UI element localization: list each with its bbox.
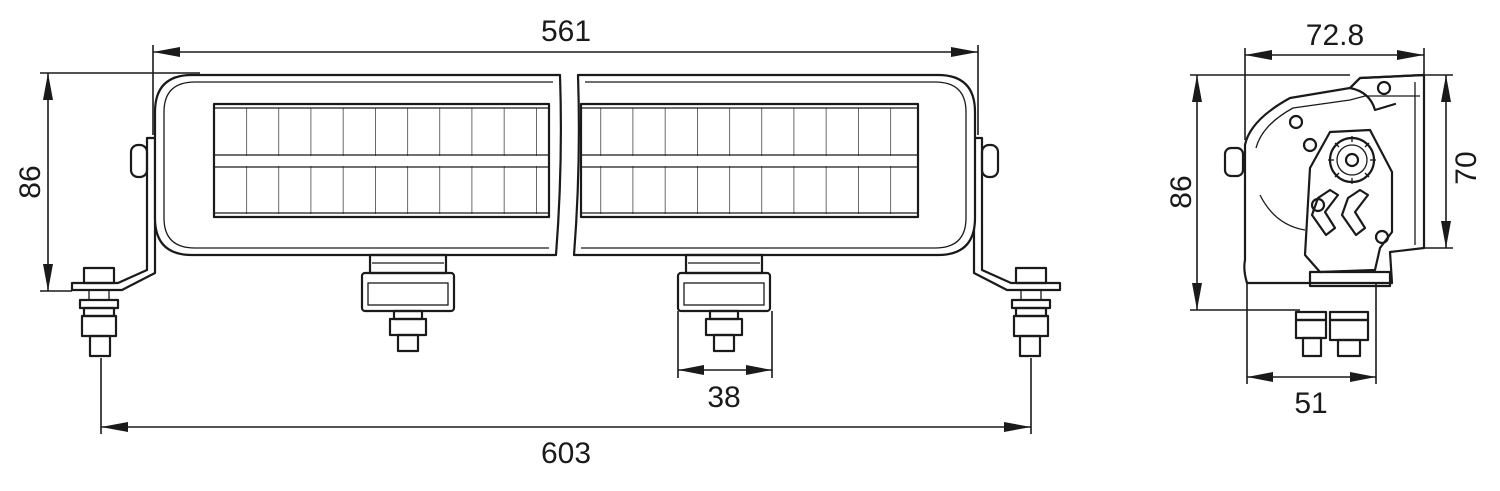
center-mount-right [676, 253, 772, 353]
side-bolt-left [1294, 310, 1328, 358]
dimension-lens-height [1424, 74, 1453, 249]
dimension-label-51: 51 [1294, 387, 1327, 420]
center-mount-left [360, 253, 456, 353]
side-housing-inner [1255, 95, 1420, 149]
dimension-overall-width [100, 358, 1032, 434]
dimension-label-603: 603 [541, 437, 591, 470]
side-hole-middle [1302, 137, 1318, 153]
side-view: 72.8 86 70 51 [1165, 19, 1483, 420]
dimension-label-86-front: 86 [14, 165, 47, 198]
dimension-height-side [1190, 74, 1350, 311]
side-slot-left [1310, 188, 1340, 237]
dimension-label-86-side: 86 [1165, 175, 1198, 208]
side-hole-lower-left [1310, 197, 1326, 213]
dimension-depth-top [1244, 48, 1425, 140]
side-gear-mid [1336, 144, 1368, 176]
right-bracket-knob [980, 143, 1000, 179]
dimension-label-38: 38 [707, 381, 740, 414]
side-top-cap [1348, 73, 1426, 112]
side-housing-curve [1259, 194, 1306, 231]
dimension-mount-spacing [677, 311, 773, 378]
front-view: 561 86 38 603 [14, 15, 1062, 470]
housing-left [153, 73, 562, 257]
led-panel-left [212, 102, 551, 219]
housing-right [572, 73, 977, 257]
side-knob [1223, 146, 1245, 178]
housing-left-inner [163, 81, 553, 249]
side-hole-lower-right [1374, 229, 1390, 245]
dimension-label-70: 70 [1450, 151, 1483, 184]
right-bolt [1010, 266, 1052, 358]
side-gear-hub [1344, 152, 1360, 168]
left-bracket-knob [129, 143, 149, 179]
side-base-block [1308, 270, 1392, 288]
side-hole-upper-left [1288, 114, 1304, 130]
dimension-label-72-8: 72.8 [1306, 19, 1364, 52]
dimension-base-width [1246, 283, 1377, 384]
led-panel-right [579, 102, 920, 219]
side-housing [1243, 73, 1426, 285]
dimension-width-housing [152, 45, 979, 135]
side-hole-top-right [1376, 80, 1392, 96]
dimension-label-561: 561 [541, 15, 591, 48]
side-bolt-right [1328, 310, 1370, 358]
dimension-height-front [40, 72, 200, 292]
side-gear-teeth [1328, 136, 1376, 184]
left-bolt [78, 266, 120, 358]
housing-right-inner [581, 81, 967, 249]
side-slot-right [1340, 188, 1370, 237]
